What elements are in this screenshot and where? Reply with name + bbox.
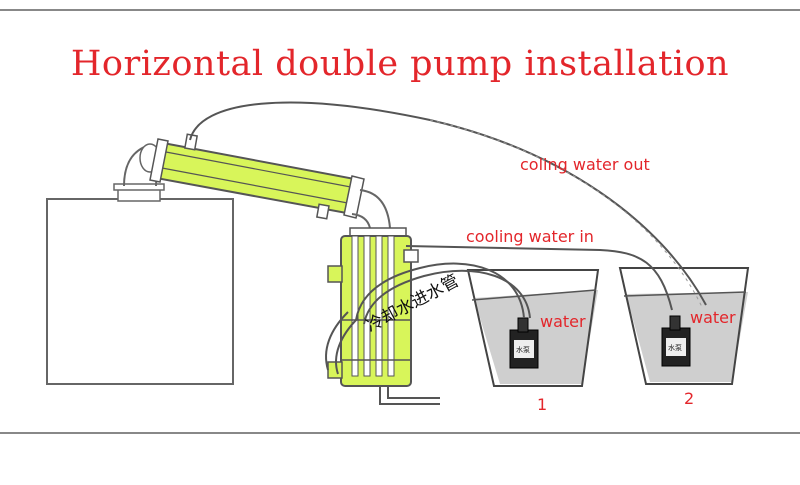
side-return-pipe <box>325 311 359 375</box>
bucket-1 <box>466 269 600 387</box>
label-bucket-2-number: 2 <box>684 389 694 408</box>
down-elbow-pipe <box>351 189 391 229</box>
label-pump-1-chinese: 水泵 <box>516 345 530 354</box>
diagram-title: Horizontal double pump installation <box>70 44 730 84</box>
inlet-hose-bucket-1 <box>355 262 525 321</box>
label-water-1: water <box>540 312 586 331</box>
vertical-condenser <box>327 227 440 405</box>
label-bucket-1-number: 1 <box>537 395 547 414</box>
boiler-box <box>46 183 234 385</box>
cooling-water-in-hose <box>405 245 673 311</box>
label-cooling-water-in: cooling water in <box>466 227 594 246</box>
label-water-2: water <box>690 308 736 327</box>
label-coling-water-out: coling water out <box>520 155 650 174</box>
label-pump-2-chinese: 水泵 <box>668 343 682 352</box>
bucket-2 <box>618 267 750 385</box>
